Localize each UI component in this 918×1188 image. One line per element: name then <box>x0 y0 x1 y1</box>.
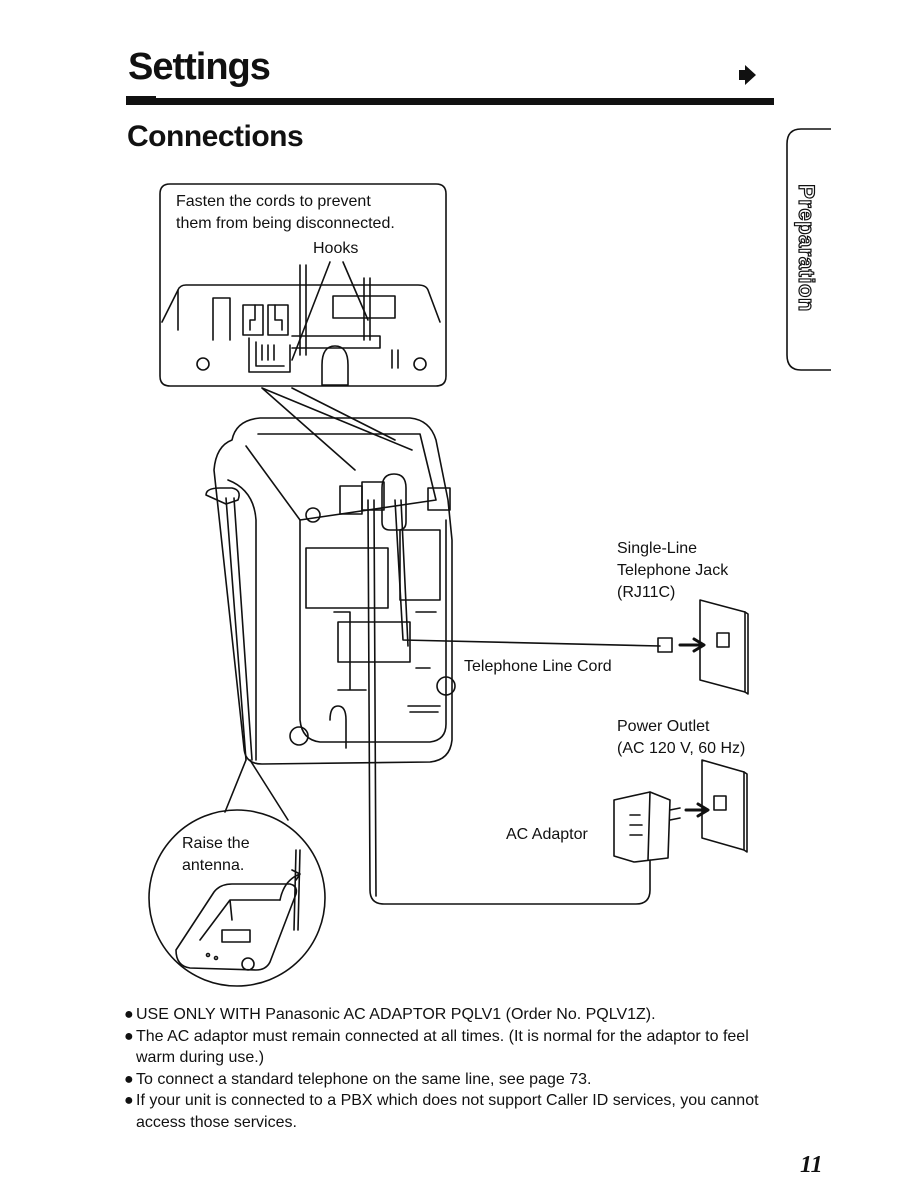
hooks-label: Hooks <box>313 240 359 257</box>
side-tab-bracket-icon <box>786 128 831 371</box>
note-item: ●To connect a standard telephone on the … <box>124 1069 784 1091</box>
jack-label-line2: Telephone Jack <box>617 562 729 579</box>
line-cord-label: Telephone Line Cord <box>464 658 612 675</box>
note-text: To connect a standard telephone on the s… <box>136 1070 592 1088</box>
header-rule <box>126 98 774 105</box>
notes-list: ●USE ONLY WITH Panasonic AC ADAPTOR PQLV… <box>124 1004 784 1133</box>
note-item: ●If your unit is connected to a PBX whic… <box>124 1090 784 1133</box>
section-title: Settings <box>128 46 271 88</box>
page-number: 11 <box>800 1152 823 1178</box>
outlet-label-line2: (AC 120 V, 60 Hz) <box>617 740 746 757</box>
note-text: The AC adaptor must remain connected at … <box>136 1027 749 1067</box>
telephone-line-cord <box>394 499 661 647</box>
note-text: USE ONLY WITH Panasonic AC ADAPTOR PQLV1… <box>136 1006 656 1023</box>
callout-text-line1: Fasten the cords to prevent <box>176 193 371 210</box>
jack-label-line3: (RJ11C) <box>617 584 676 601</box>
bullet-icon: ● <box>124 1092 134 1109</box>
antenna-label-line1: Raise the <box>182 835 250 852</box>
adaptor-label: AC Adaptor <box>506 826 588 843</box>
next-page-arrow-icon <box>739 65 756 85</box>
base-panel-right <box>399 529 441 601</box>
note-item: ●USE ONLY WITH Panasonic AC ADAPTOR PQLV… <box>124 1004 784 1026</box>
power-outlet-plate <box>701 759 745 851</box>
antenna-inset-circle <box>148 809 326 987</box>
power-cord <box>367 499 651 905</box>
bullet-icon: ● <box>124 1027 134 1045</box>
callout-box <box>159 183 447 387</box>
callout-text-line2: them from being disconnected. <box>176 215 395 232</box>
jack-label-line1: Single-Line <box>617 540 698 557</box>
callout-jack-right <box>267 304 289 336</box>
bullet-icon: ● <box>124 1006 134 1023</box>
note-item: ●The AC adaptor must remain connected at… <box>124 1026 784 1069</box>
ac-adaptor <box>613 791 671 863</box>
antenna-label-line2: antenna. <box>182 857 245 874</box>
note-text: If your unit is connected to a PBX which… <box>136 1092 759 1131</box>
bullet-icon: ● <box>124 1070 134 1088</box>
outlet-label-line1: Power Outlet <box>617 718 710 735</box>
callout-jack-left <box>242 304 264 336</box>
header-rule-accent <box>126 96 156 98</box>
base-panel-left <box>305 547 389 609</box>
subsection-title: Connections <box>127 120 304 153</box>
telephone-jack-plate <box>699 599 746 693</box>
base-unit-outline <box>213 417 453 765</box>
side-tab: Preparation <box>785 128 835 371</box>
